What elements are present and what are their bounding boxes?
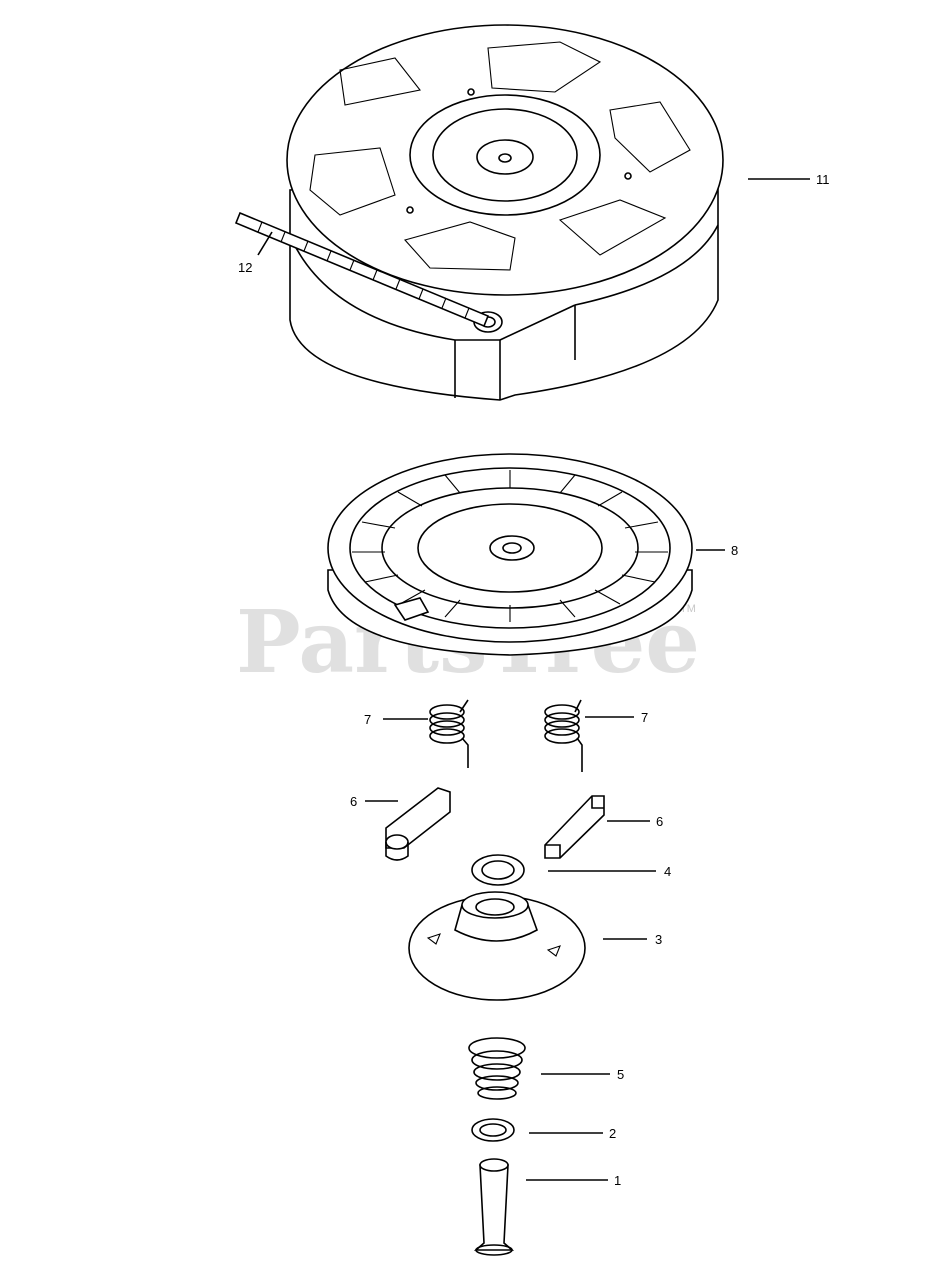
part-6-pawl-right[interactable] <box>544 795 605 859</box>
callout-3: 3 <box>655 932 662 947</box>
part-7-spring-left[interactable] <box>429 699 469 768</box>
callout-7-left: 7 <box>364 712 371 727</box>
callout-4: 4 <box>664 864 671 879</box>
part-12-starter-rope[interactable] <box>234 211 490 328</box>
callout-8: 8 <box>731 543 738 558</box>
callout-7-right: 7 <box>641 710 648 725</box>
callout-5: 5 <box>617 1067 624 1082</box>
part-7-spring-right[interactable] <box>544 699 583 772</box>
callout-6-left: 6 <box>350 794 357 809</box>
part-11-starter-housing[interactable] <box>286 24 724 401</box>
leader-lines <box>257 178 810 1181</box>
callout-1: 1 <box>614 1173 621 1188</box>
part-3-retainer[interactable] <box>408 891 586 1001</box>
part-8-pulley[interactable] <box>327 453 693 656</box>
part-4-washer[interactable] <box>471 854 525 886</box>
callout-11: 11 <box>816 172 830 187</box>
part-6-pawl-left[interactable] <box>385 787 451 861</box>
part-2-washer[interactable] <box>471 1118 515 1142</box>
part-1-shaft[interactable] <box>473 1158 515 1256</box>
callout-labels: 11 12 8 7 7 6 6 4 3 5 2 1 <box>238 172 830 1188</box>
callout-6-right: 6 <box>656 814 663 829</box>
part-5-spring[interactable] <box>468 1037 526 1100</box>
callout-2: 2 <box>609 1126 616 1141</box>
callout-12: 12 <box>238 260 252 275</box>
